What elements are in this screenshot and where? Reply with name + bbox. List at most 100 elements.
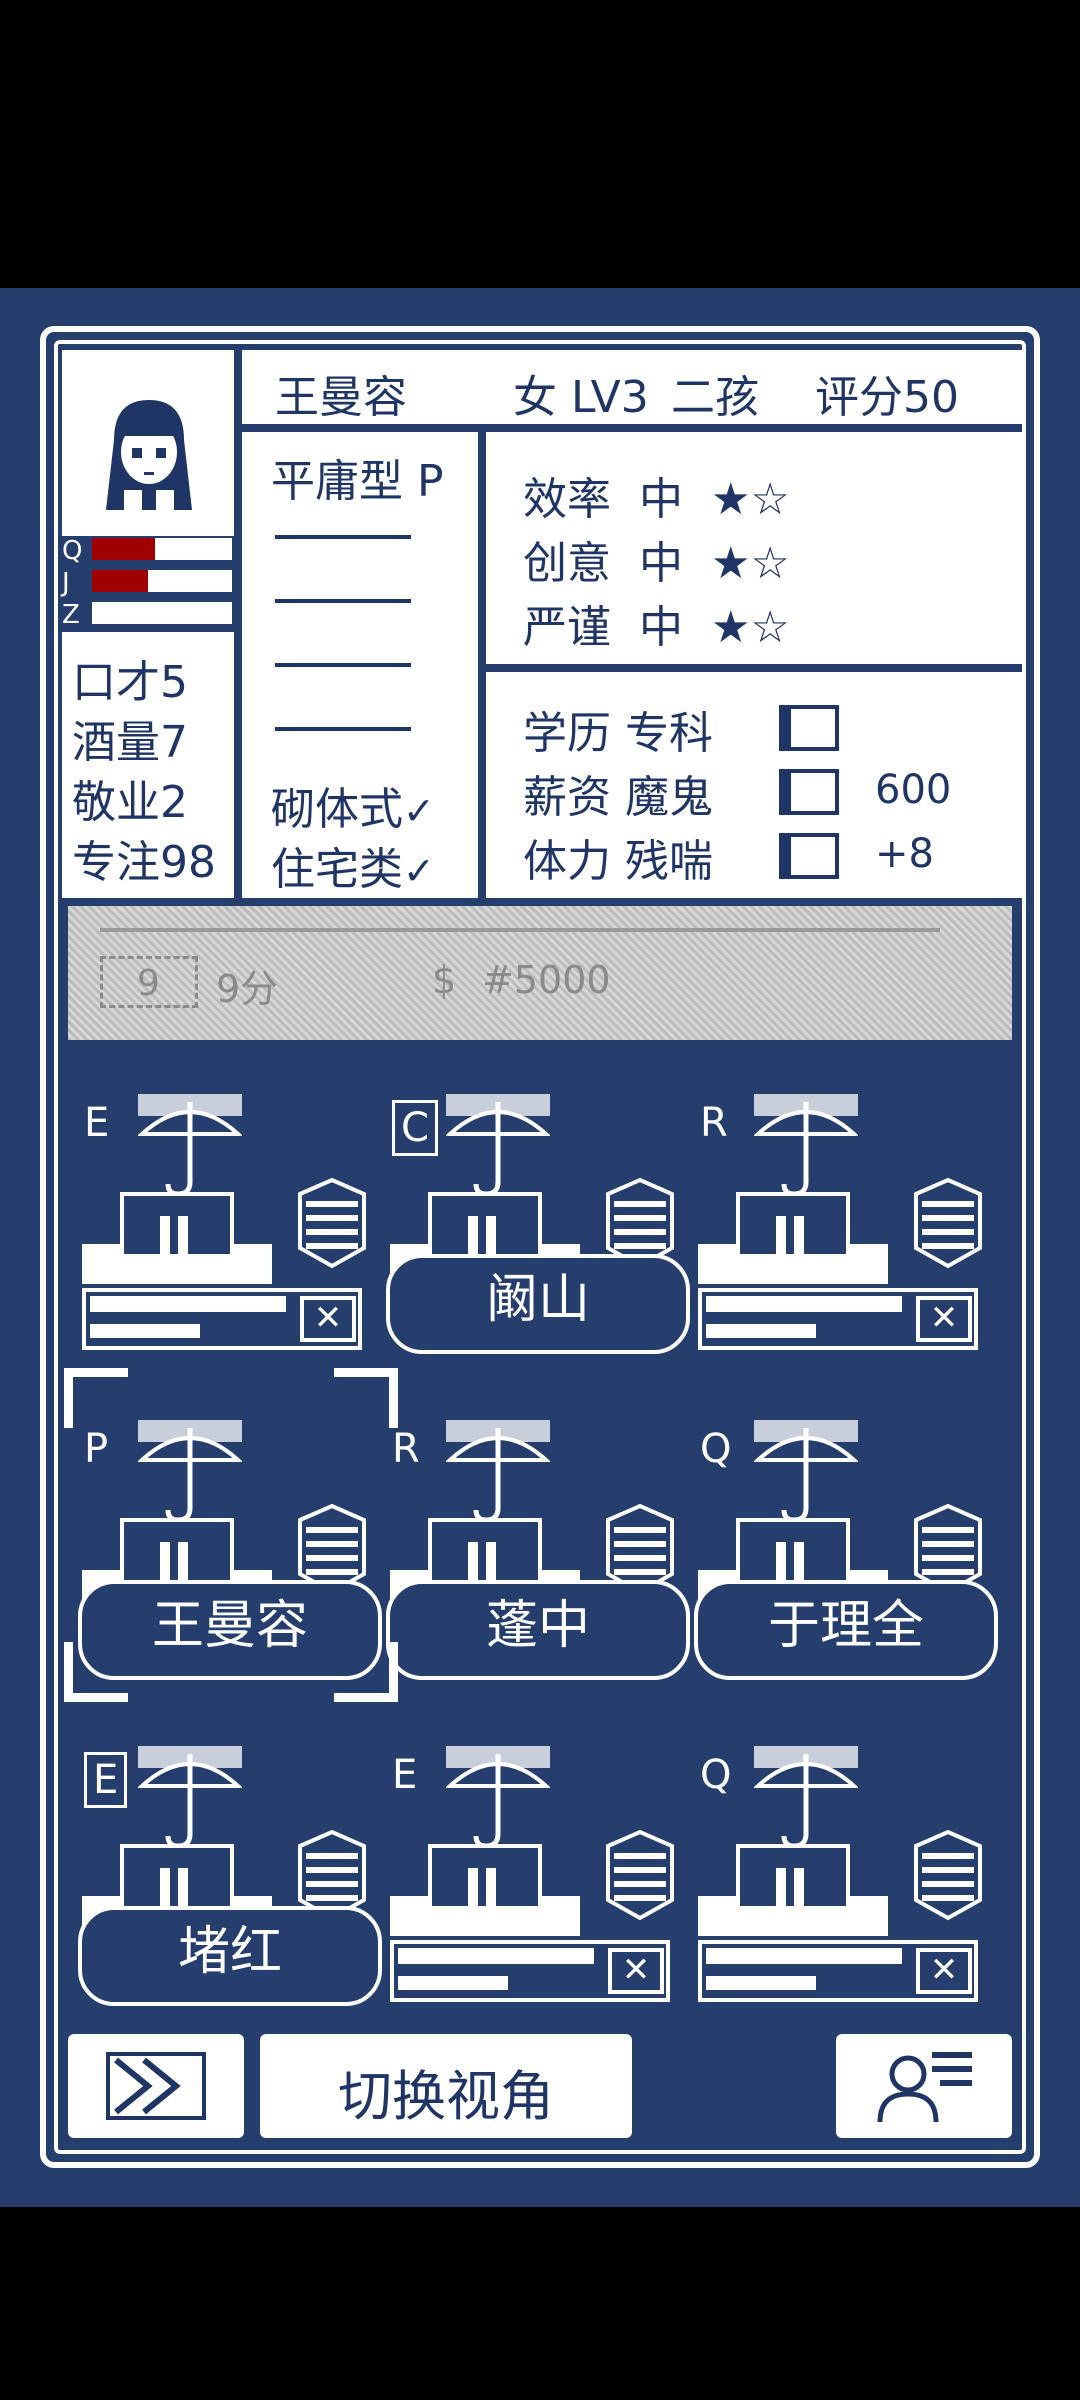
umbrella-icon <box>752 1090 860 1200</box>
document-stack-icon <box>296 1177 368 1270</box>
detail-education: 学历 专科 <box>523 708 713 759</box>
rating-efficiency: 效率 中 ★☆ <box>523 474 790 525</box>
desk-grade: Q <box>700 1752 732 1798</box>
trait-residential: 住宅类✓ <box>271 844 435 895</box>
document-stack-icon <box>912 1829 984 1922</box>
document-stack-icon <box>604 1829 676 1922</box>
document-stack-icon <box>912 1503 984 1596</box>
trait-masonry: 砌体式✓ <box>271 784 435 835</box>
day-number: 9 <box>137 963 160 1004</box>
desk-grade: R <box>392 1426 420 1472</box>
desk-grade: E <box>84 1100 110 1146</box>
desk-grade: Q <box>700 1426 732 1472</box>
vacant-desk-status: ✕ <box>82 1288 362 1350</box>
progress-track <box>100 928 940 932</box>
desk-card[interactable]: E✕ <box>76 1090 376 1350</box>
skill-focus: 专注98 <box>72 837 216 888</box>
occupant-name[interactable]: 阚山 <box>386 1254 690 1354</box>
switch-view-button[interactable]: 切换视角 <box>260 2034 632 2138</box>
money-icon: $ <box>432 958 457 1002</box>
umbrella-icon <box>752 1416 860 1526</box>
employee-score: 评分50 <box>815 372 959 423</box>
desk-card[interactable]: Q✕ <box>692 1742 992 2002</box>
star-icon: ★☆ <box>710 538 790 589</box>
occupant-name[interactable]: 堵红 <box>78 1906 382 2006</box>
details-panel: 学历 专科 薪资 魔鬼 600 体力 残喘 +8 <box>486 672 1022 898</box>
umbrella-icon <box>444 1742 552 1852</box>
vacant-desk-status: ✕ <box>390 1940 670 2002</box>
detail-salary: 薪资 魔鬼 <box>523 772 713 823</box>
checkbox-icon[interactable] <box>779 833 839 879</box>
desk-icon <box>82 1190 272 1290</box>
desk-card[interactable]: P 王曼容 <box>76 1416 382 1680</box>
desk-icon <box>698 1190 888 1290</box>
checkbox-icon[interactable] <box>779 769 839 815</box>
desk-grade: R <box>700 1100 728 1146</box>
time-readout: 9分 <box>216 967 279 1011</box>
close-icon[interactable]: ✕ <box>300 1296 356 1342</box>
stamina-bonus: +8 <box>875 831 934 877</box>
rating-creativity: 创意 中 ★☆ <box>523 538 790 589</box>
bar-j <box>92 570 232 592</box>
progress-bar <box>90 1324 200 1338</box>
progress-bar <box>706 1948 902 1964</box>
desk-card[interactable]: E✕ <box>384 1742 684 2002</box>
desk-card[interactable]: R✕ <box>692 1090 992 1350</box>
close-icon[interactable]: ✕ <box>916 1948 972 1994</box>
umbrella-icon <box>136 1090 244 1200</box>
bar-z <box>92 602 232 624</box>
selection-bracket <box>64 1368 398 1702</box>
progress-bar <box>706 1976 816 1990</box>
vacant-desk-status: ✕ <box>698 1288 978 1350</box>
desk-grade: E <box>84 1752 128 1808</box>
stat-bars: Q J Z <box>62 536 234 632</box>
skill-eloquence: 口才5 <box>72 657 188 708</box>
fast-forward-icon <box>106 2052 206 2120</box>
close-icon[interactable]: ✕ <box>608 1948 664 1994</box>
desk-icon <box>698 1842 888 1942</box>
employee-type: 平庸型 P <box>271 456 444 507</box>
document-stack-icon <box>296 1829 368 1922</box>
desk-grade: C <box>392 1100 438 1156</box>
desk-icon <box>390 1842 580 1942</box>
ratings-panel: 效率 中 ★☆ 创意 中 ★☆ 严谨 中 ★☆ <box>486 432 1022 664</box>
gender-level: 女 LV3 <box>513 372 649 423</box>
vacant-desk-status: ✕ <box>698 1940 978 2002</box>
desk-grade: P <box>84 1426 109 1472</box>
star-icon: ★☆ <box>710 474 790 525</box>
money-amount: #5000 <box>482 958 611 1002</box>
progress-bar <box>706 1296 902 1312</box>
employee-title: 二孩 <box>671 372 759 423</box>
umbrella-icon <box>136 1742 244 1852</box>
empty-trait-slot <box>275 535 411 539</box>
skill-drinking: 酒量7 <box>72 717 188 768</box>
umbrella-icon <box>752 1742 860 1852</box>
employee-name: 王曼容 <box>275 372 407 423</box>
umbrella-icon <box>444 1090 552 1200</box>
progress-bar <box>398 1976 508 1990</box>
desk-card[interactable]: E 堵红 <box>76 1742 382 2006</box>
close-icon[interactable]: ✕ <box>916 1296 972 1342</box>
occupant-name[interactable]: 王曼容 <box>78 1580 382 1680</box>
document-stack-icon <box>604 1503 676 1596</box>
desk-card[interactable]: R 蓬中 <box>384 1416 690 1680</box>
desk-card[interactable]: Q 于理全 <box>692 1416 998 1680</box>
staff-profile-button[interactable] <box>836 2034 1012 2138</box>
occupant-name[interactable]: 蓬中 <box>386 1580 690 1680</box>
desk-card[interactable]: C 阚山 <box>384 1090 690 1354</box>
checkbox-icon[interactable] <box>779 705 839 751</box>
name-bar: 王曼容 女 LV3 二孩 评分50 <box>242 350 1022 424</box>
occupant-name[interactable]: 于理全 <box>694 1580 998 1680</box>
document-stack-icon <box>604 1177 676 1270</box>
switch-view-label: 切换视角 <box>338 2065 554 2128</box>
inner-frame <box>54 340 1026 2154</box>
status-band: 9 9分 $ #5000 <box>68 906 1012 1040</box>
avatar <box>106 400 192 510</box>
outer-frame <box>40 326 1040 2168</box>
detail-stamina: 体力 残喘 <box>523 836 713 887</box>
rating-rigor: 严谨 中 ★☆ <box>523 602 790 653</box>
fast-forward-button[interactable] <box>68 2034 244 2138</box>
skill-dedication: 敬业2 <box>72 777 188 828</box>
empty-trait-slot <box>275 663 411 667</box>
day-box: 9 <box>100 956 198 1008</box>
